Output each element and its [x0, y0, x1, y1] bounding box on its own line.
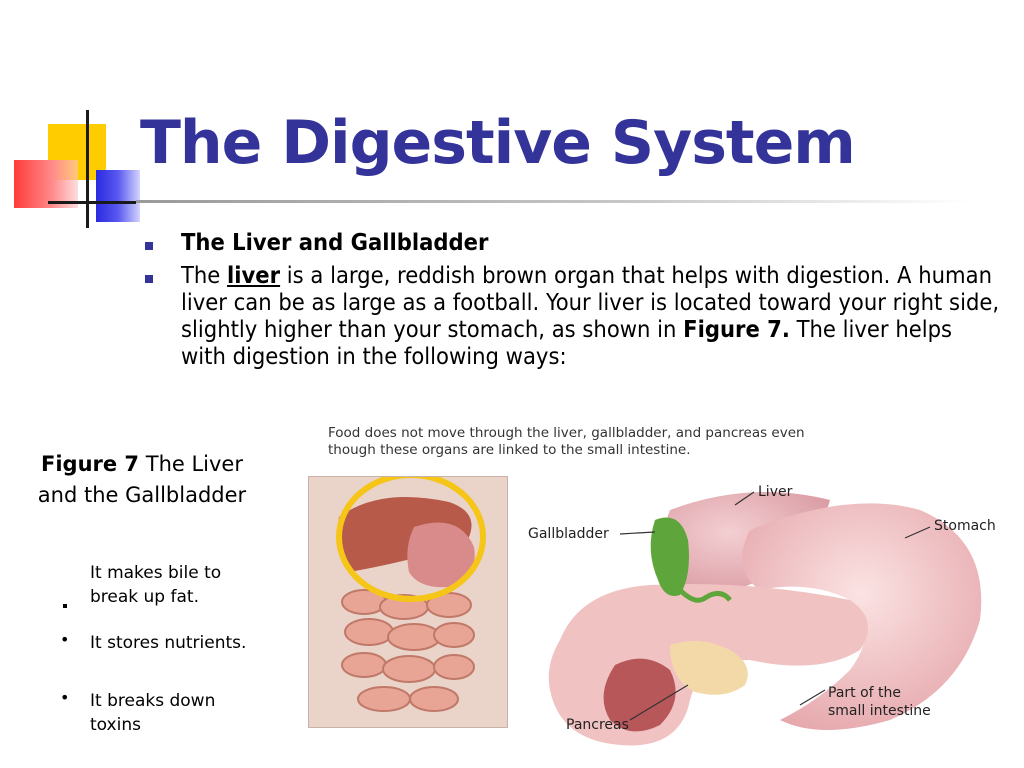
label-small-intestine-line1: Part of the — [828, 685, 902, 701]
para-end: The liver helps with digestion in the fo… — [181, 315, 953, 370]
label-small-intestine-line2: small intestine — [828, 703, 931, 719]
label-gallbladder: Gallbladder — [528, 526, 609, 542]
bullet-marker — [145, 275, 153, 283]
para-mid: is a large, reddish brown organ that hel… — [181, 261, 1000, 343]
list-bullet: • — [60, 630, 70, 649]
bullet-marker — [145, 242, 153, 250]
decor-red-block — [14, 160, 78, 208]
bullet-heading: The Liver and Gallbladder — [181, 228, 489, 256]
label-stomach: Stomach — [934, 518, 996, 534]
figure-note: Food does not move through the liver, ga… — [328, 425, 805, 458]
title-underline — [136, 200, 972, 203]
label-pancreas: Pancreas — [566, 717, 629, 733]
list-bullet: • — [60, 688, 70, 707]
list-item: It makes bile to break up fat. — [90, 563, 222, 607]
liver-keyword: liver — [227, 261, 281, 289]
para-start: The — [181, 261, 228, 289]
bullet-paragraph: The liver is a large, reddish brown orga… — [181, 262, 1001, 370]
torso-inset-illustration — [308, 476, 508, 728]
figure-reference: Figure 7. — [683, 315, 790, 343]
label-liver: Liver — [758, 484, 793, 500]
slide-title: The Digestive System — [140, 108, 856, 178]
decor-horizontal-line — [48, 201, 136, 204]
torso-svg — [309, 477, 507, 727]
list-item: It breaks down toxins — [90, 691, 216, 735]
list-bullet — [63, 591, 67, 615]
caption-text: The Liver and the Gallbladder — [37, 452, 247, 507]
decor-vertical-line — [86, 110, 89, 228]
caption-label: Figure 7 — [41, 452, 140, 476]
organ-illustration — [548, 491, 982, 746]
decor-blue-block — [96, 170, 140, 222]
figure-caption: Figure 7 The Liver and the Gallbladder — [22, 449, 262, 511]
list-item: It stores nutrients. — [90, 633, 247, 653]
